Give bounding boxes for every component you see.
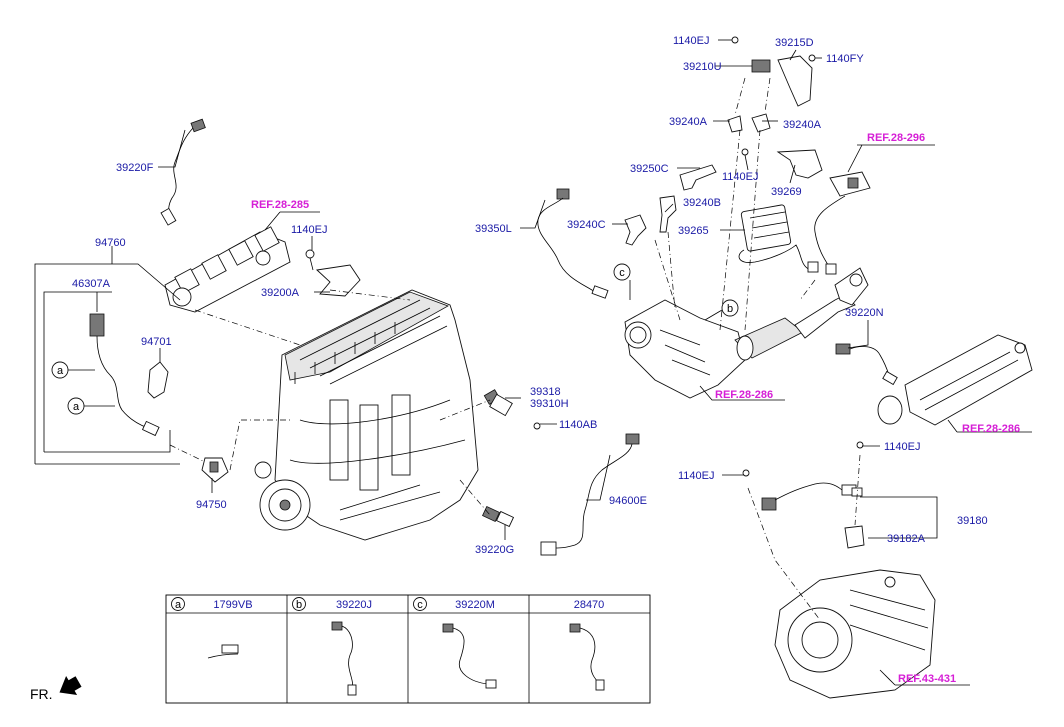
pipe-39240c (624, 214, 647, 246)
label-1140ab: 1140AB (559, 419, 597, 431)
legend-part-39220j: 39220J (336, 599, 372, 611)
sensor-39220g (482, 505, 515, 528)
label-39240a-right: 39240A (783, 119, 822, 131)
label-1140ej-b: 1140EJ (722, 171, 759, 183)
pressure-sensor-296 (814, 171, 871, 275)
bracket-94701 (147, 361, 169, 399)
front-arrow-icon (59, 675, 82, 696)
label-39350l: 39350L (475, 223, 512, 235)
legend-cell-c: c 39220M (413, 597, 497, 689)
label-39265: 39265 (678, 225, 709, 237)
callout-c: c (613, 263, 631, 281)
svg-text:b: b (296, 599, 302, 611)
legend-part-1799vb: 1799VB (213, 599, 252, 611)
sensor-39180 (742, 441, 864, 511)
ref-28-285: REF.28-285 (251, 199, 309, 211)
legend-cell-28470: 28470 (569, 599, 605, 691)
label-39210u: 39210U (683, 61, 722, 73)
label-39200a: 39200A (261, 287, 300, 299)
callout-a-1: a (51, 361, 69, 379)
engine-block (254, 289, 479, 541)
bracket-39182a (844, 525, 865, 549)
leader-lines (34, 39, 1032, 686)
label-39240c: 39240C (567, 219, 606, 231)
front-label: FR. (30, 686, 53, 702)
callout-b: b (721, 299, 739, 317)
dpf-filter (877, 334, 1033, 426)
label-39220n: 39220N (845, 307, 884, 319)
ref-28-286-center: REF.28-286 (715, 389, 773, 401)
label-39269: 39269 (771, 186, 802, 198)
legend-cell-b: b 39220J (292, 597, 372, 696)
transmission (774, 569, 936, 699)
svg-text:a: a (175, 599, 182, 611)
label-39215d: 39215D (775, 37, 814, 49)
sensor-39350l (537, 188, 609, 299)
label-94600e: 94600E (609, 495, 647, 507)
label-1140ej-a: 1140EJ (291, 224, 328, 236)
label-39318: 39318 (530, 386, 561, 398)
dashed-connections (169, 77, 861, 621)
sensor-bracket-group (727, 36, 816, 156)
label-94760: 94760 (95, 237, 126, 249)
sensor-39220f (160, 118, 206, 226)
label-94750: 94750 (196, 499, 227, 511)
label-1140fy: 1140FY (826, 53, 864, 65)
legend-part-28470: 28470 (574, 599, 605, 611)
label-39240a-left: 39240A (669, 116, 708, 128)
label-94701: 94701 (141, 336, 172, 348)
label-1140ej-d: 1140EJ (884, 441, 921, 453)
svg-text:a: a (57, 365, 64, 377)
callout-a-2: a (67, 397, 85, 415)
catalytic-converter (624, 267, 869, 399)
label-39310h: 39310H (530, 398, 569, 410)
sensor-39220n (835, 343, 898, 386)
bracket-39269 (776, 149, 823, 179)
label-46307a: 46307A (72, 278, 111, 290)
svg-text:b: b (727, 303, 733, 315)
label-39182a: 39182A (887, 533, 926, 545)
bracket-39200a (305, 249, 361, 297)
ref-43-431: REF.43-431 (898, 673, 956, 685)
ref-28-286-right: REF.28-286 (962, 423, 1020, 435)
svg-text:c: c (619, 267, 625, 279)
label-39180: 39180 (957, 515, 988, 527)
legend-part-39220m: 39220M (455, 599, 495, 611)
label-39250c: 39250C (630, 163, 669, 175)
label-39220f: 39220F (116, 162, 154, 174)
front-direction-indicator: FR. (30, 675, 82, 702)
legend-cell-a: a 1799VB (171, 597, 253, 659)
ref-28-296: REF.28-296 (867, 132, 925, 144)
sensor-46307a (89, 313, 160, 437)
exhaust-manifold (164, 226, 291, 313)
label-39240b: 39240B (683, 197, 721, 209)
label-1140ej-c: 1140EJ (673, 35, 710, 47)
reference-labels: REF.28-285 REF.28-296 REF.28-286 REF.28-… (251, 132, 1020, 685)
module-39265 (738, 204, 819, 273)
pipe-39240b (659, 195, 677, 233)
sensor-94750 (201, 457, 229, 483)
label-39220g: 39220G (475, 544, 514, 556)
svg-text:c: c (417, 599, 423, 611)
legend-table: a 1799VB b 39220J c 39220M 28470 (165, 594, 651, 704)
sensor-94600e (540, 433, 640, 556)
label-1140ej-e: 1140EJ (678, 470, 715, 482)
svg-text:a: a (73, 401, 80, 413)
bracket-39250c (679, 164, 717, 191)
sensor-39318 (483, 389, 541, 430)
part-labels: 39220F 94760 46307A 94701 94750 1140EJ 3… (72, 35, 988, 556)
